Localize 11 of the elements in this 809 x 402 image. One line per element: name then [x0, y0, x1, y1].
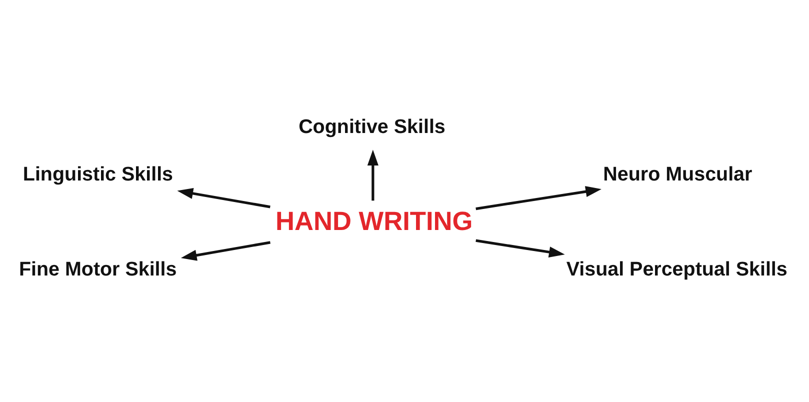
node-text: Cognitive Skills: [298, 116, 446, 138]
node-text: Linguistic Skills: [22, 164, 174, 186]
arrow: [367, 150, 378, 201]
node-text: Visual Perceptual Skills: [566, 258, 788, 280]
arrow: [177, 188, 270, 208]
arrow: [476, 186, 602, 210]
node-text: HAND WRITING: [276, 206, 473, 236]
arrow: [476, 239, 565, 258]
node-text: Neuro Muscular: [603, 164, 752, 186]
arrow: [180, 241, 270, 261]
node-text: Fine Motor Skills: [18, 258, 177, 280]
